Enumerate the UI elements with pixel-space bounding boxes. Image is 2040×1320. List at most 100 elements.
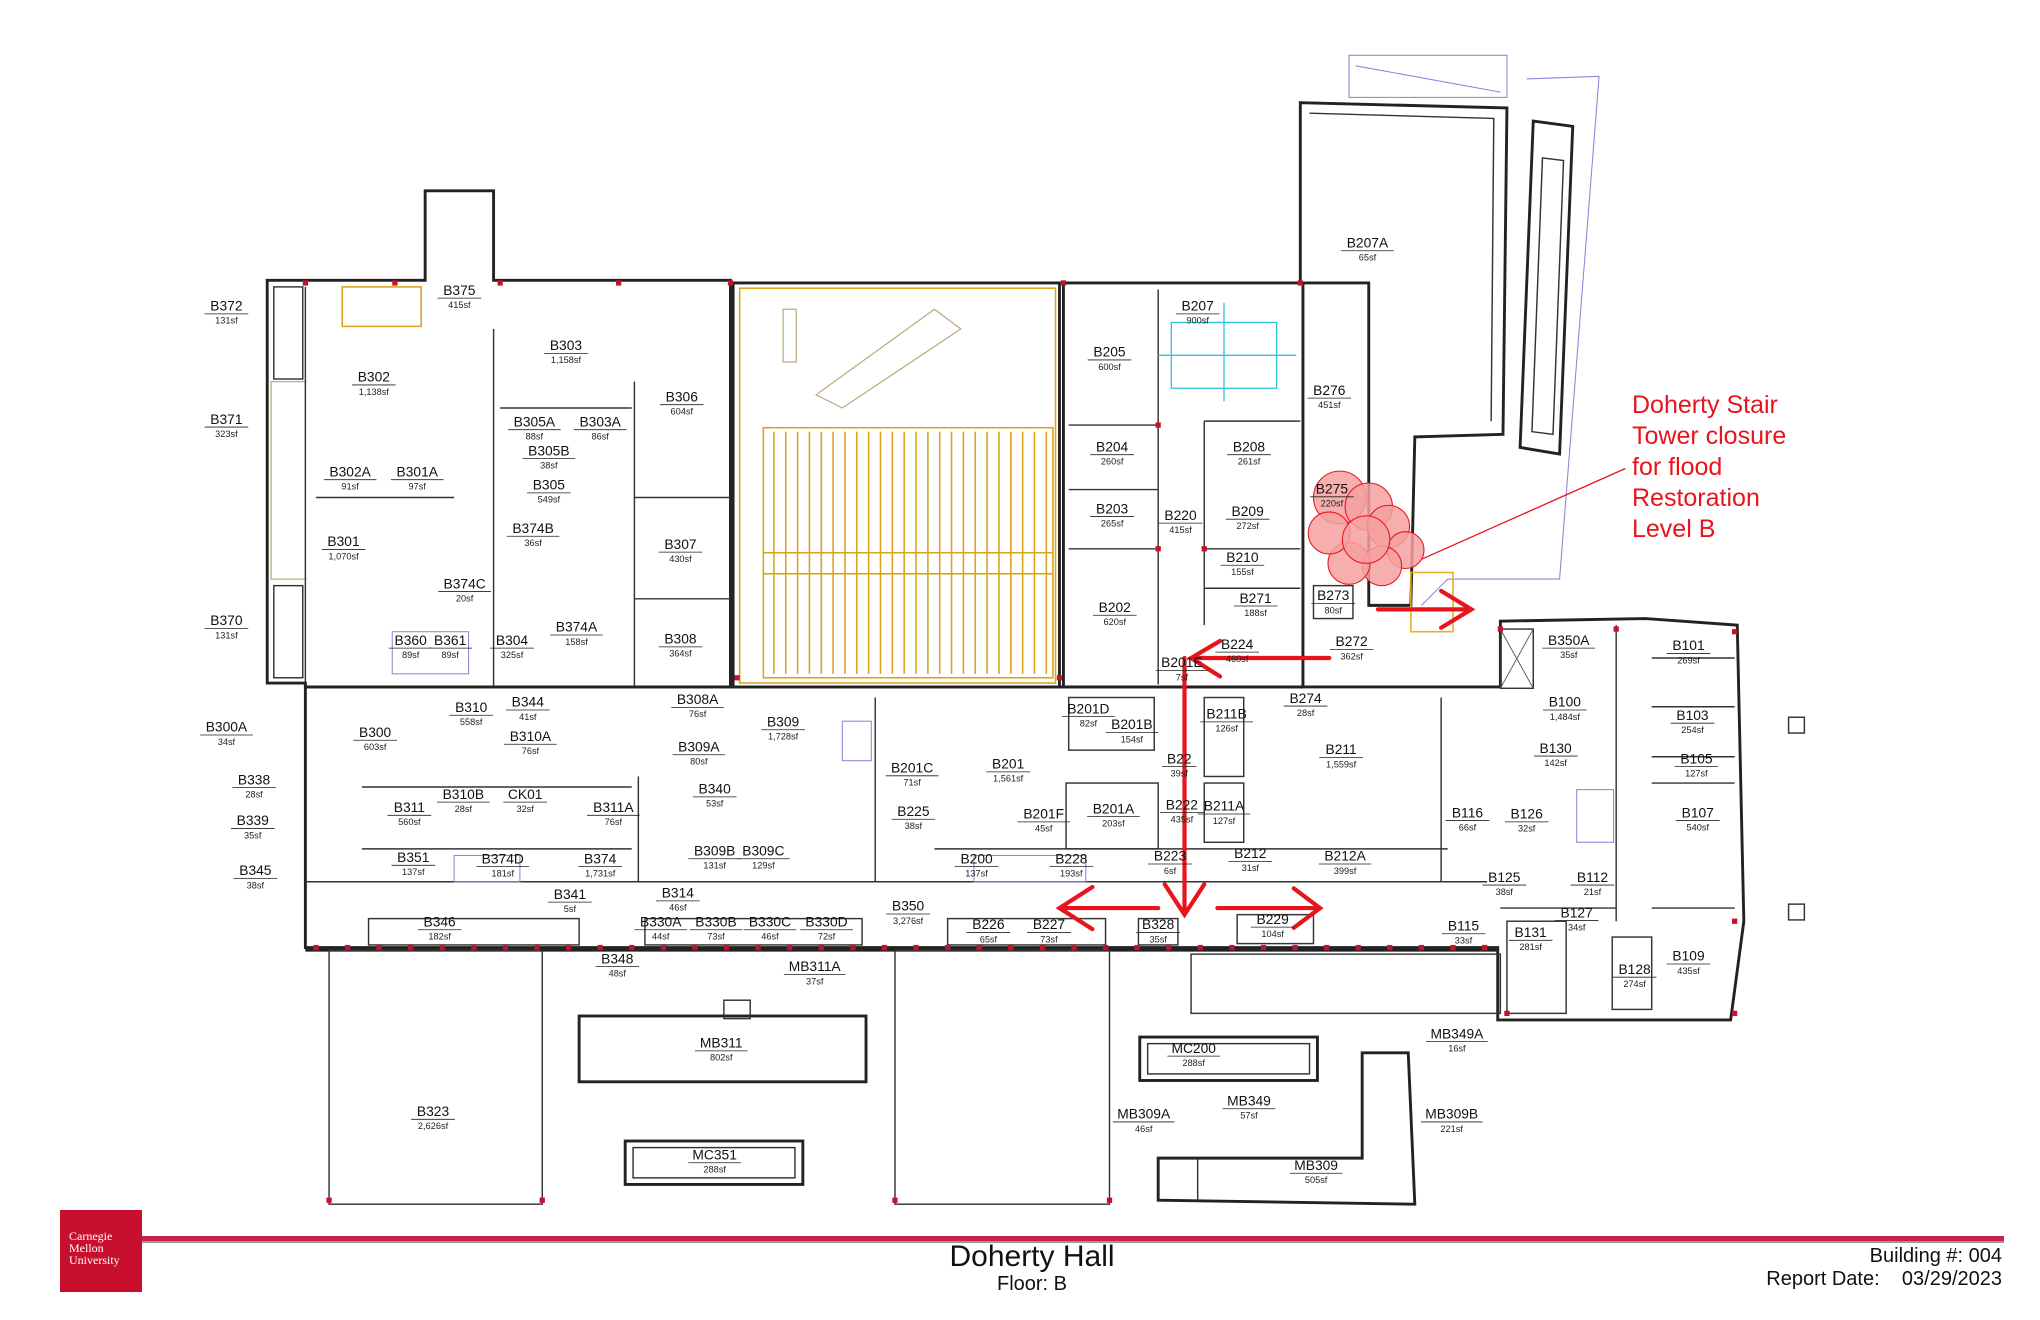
room-number: B227 — [1033, 916, 1065, 932]
room-area: 28sf — [455, 804, 473, 814]
room-number: MB311 — [700, 1035, 743, 1051]
room-area: 82sf — [1080, 718, 1098, 728]
room-area: 549sf — [538, 495, 561, 505]
room-number: B105 — [1680, 750, 1713, 766]
room-area: 7sf — [1176, 672, 1189, 682]
room-area: 415sf — [1169, 525, 1192, 535]
room-number: B361 — [434, 632, 466, 648]
building-name: Doherty Hall — [949, 1240, 1115, 1273]
annotation-line: for flood — [1632, 453, 1723, 481]
room-area: 127sf — [1685, 768, 1708, 778]
column-marker — [976, 944, 982, 951]
room-number: B211 — [1326, 741, 1357, 757]
annotation-line: Level B — [1632, 515, 1716, 543]
room-area: 35sf — [1149, 934, 1167, 944]
room-area: 1,728sf — [768, 732, 799, 742]
column-marker — [818, 944, 824, 951]
room-area: 272sf — [1236, 521, 1259, 531]
logo-line: University — [69, 1253, 120, 1267]
room-number: B307 — [664, 536, 696, 552]
column-marker — [565, 944, 572, 951]
column-marker — [539, 1197, 545, 1203]
column-marker — [723, 944, 730, 951]
room-number: B210 — [1226, 549, 1259, 565]
room-area: 1,138sf — [359, 387, 390, 397]
room-area: 155sf — [1231, 567, 1254, 577]
room-number: B300 — [359, 724, 392, 740]
building-walls — [265, 54, 1746, 1206]
column-marker — [660, 944, 666, 951]
room-area: 540sf — [1687, 822, 1710, 832]
room-area: 288sf — [1182, 1058, 1205, 1068]
column-marker — [497, 280, 503, 286]
room-area: 415sf — [448, 300, 471, 310]
cmu-logo: Carnegie Mellon University — [60, 1210, 142, 1292]
room-number: B374A — [556, 619, 598, 635]
room-number: MC351 — [692, 1146, 736, 1162]
room-area: 73sf — [707, 932, 725, 942]
column-marker — [944, 944, 951, 951]
room-number: B125 — [1488, 869, 1521, 885]
room-number: B311A — [593, 799, 634, 815]
column-marker — [326, 1197, 332, 1203]
room-area: 269sf — [1677, 655, 1700, 665]
room-number: B302 — [358, 369, 390, 385]
room-area: 181sf — [492, 868, 515, 878]
column-marker — [1197, 944, 1203, 951]
room-area: 131sf — [703, 861, 726, 871]
room-area: 89sf — [402, 650, 420, 660]
annotation-line: Tower closure — [1632, 422, 1787, 450]
column-marker — [1008, 944, 1014, 951]
room-number: B273 — [1317, 587, 1350, 603]
room-number: B302A — [329, 463, 371, 479]
column-marker — [1056, 675, 1063, 681]
room-area: 129sf — [752, 861, 775, 871]
room-area: 261sf — [1238, 457, 1261, 467]
room-number: B300A — [206, 719, 248, 735]
room-area: 35sf — [244, 830, 262, 840]
room-area: 1,484sf — [1550, 712, 1581, 722]
room-number: B303 — [550, 337, 583, 353]
room-number: B301 — [327, 533, 359, 549]
room-area: 45sf — [1035, 824, 1053, 834]
room-area: 6sf — [1164, 866, 1177, 876]
column-marker — [1481, 944, 1488, 951]
column-marker — [344, 944, 351, 951]
room-area: 274sf — [1623, 979, 1646, 989]
room-area: 73sf — [1040, 934, 1058, 944]
room-area: 451sf — [1318, 400, 1341, 410]
column-marker — [392, 280, 398, 286]
room-area: 260sf — [1101, 457, 1124, 467]
room-area: 131sf — [215, 630, 238, 640]
room-number: B201C — [891, 760, 933, 776]
column-marker — [1387, 944, 1393, 951]
room-area: 97sf — [409, 482, 427, 492]
room-area: 48sf — [609, 969, 627, 979]
